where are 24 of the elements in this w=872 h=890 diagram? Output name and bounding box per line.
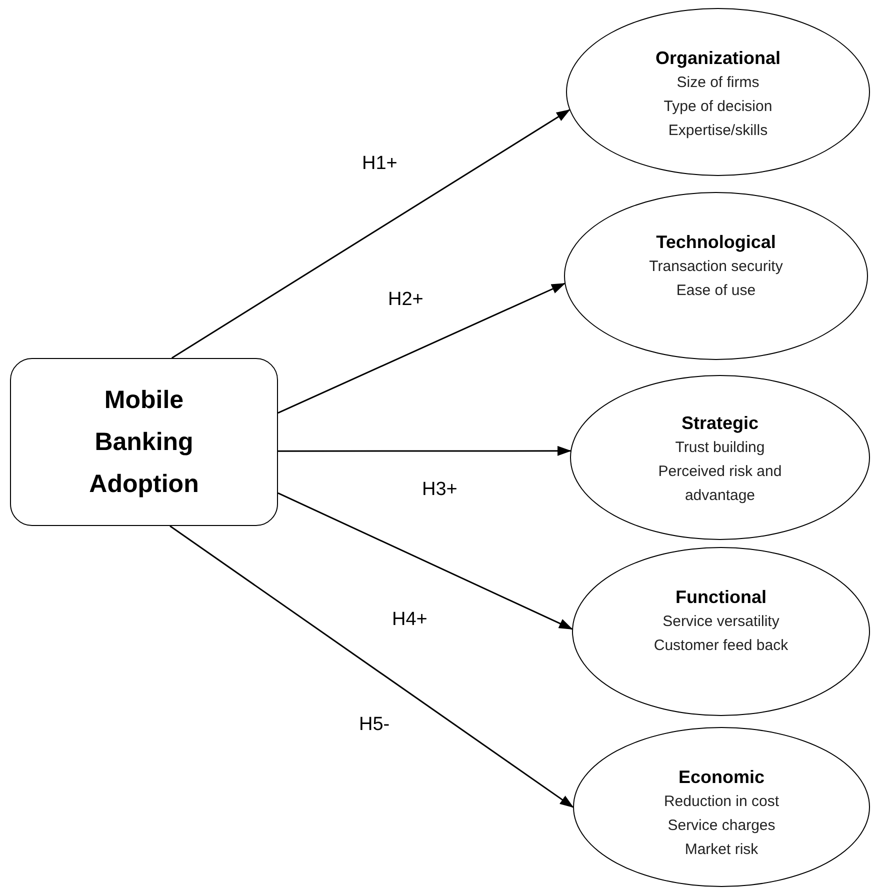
factor-item: Service versatility	[662, 612, 780, 632]
factor-title: Organizational	[655, 47, 780, 70]
factor-title: Technological	[656, 231, 776, 254]
factor-item: Size of firms	[676, 73, 760, 93]
factor-item: Customer feed back	[654, 636, 788, 656]
factor-title: Strategic	[681, 412, 759, 435]
arrow	[171, 109, 570, 359]
factor-title: Economic	[678, 766, 765, 789]
factor-item: Type of decision	[664, 97, 772, 117]
factor-item: Service charges	[668, 816, 776, 836]
factor-item: Transaction security	[649, 257, 783, 277]
factor-item: Reduction in cost	[664, 792, 780, 812]
arrow	[170, 525, 574, 808]
box-title: Mobile Banking Adoption	[88, 385, 200, 500]
arrow	[278, 446, 572, 456]
factor-item: Expertise/skills	[668, 121, 768, 141]
factor-title: Functional	[676, 586, 766, 609]
process-box	[10, 358, 278, 526]
factor-item: Perceived risk and advantage	[657, 462, 783, 506]
factor-item: Market risk	[684, 840, 758, 860]
factor-item: Trust building	[675, 438, 765, 458]
arrow	[278, 282, 566, 414]
factor-item: Ease of use	[676, 281, 756, 301]
arrow	[278, 492, 573, 630]
